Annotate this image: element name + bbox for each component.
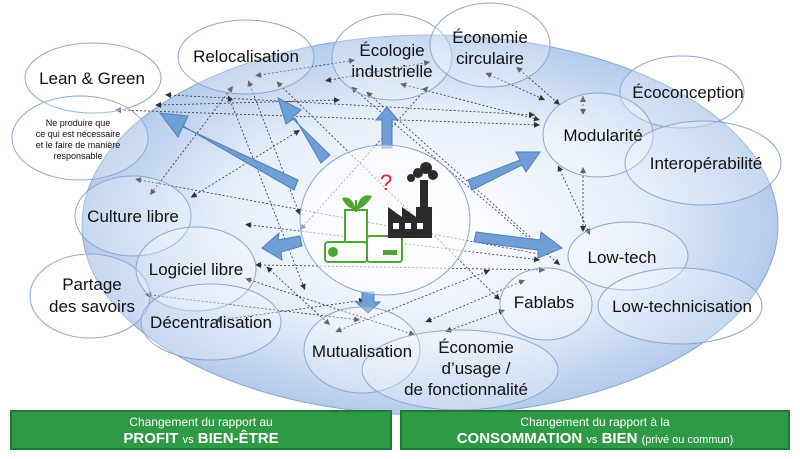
footer-profit-subtitle: Changement du rapport au: [129, 415, 273, 429]
label-economie-usage-1: Économie: [438, 338, 514, 357]
label-culture-libre: Culture libre: [87, 207, 179, 226]
label-ecologie-2: industrielle: [351, 62, 432, 81]
arrow-to-logiciel: [261, 231, 303, 261]
label-ecoconception: Écoconception: [632, 83, 744, 102]
label-low-technicisation: Low-technicisation: [612, 297, 752, 316]
center-circle: [299, 144, 471, 296]
footer-consommation-subtitle: Changement du rapport à la: [520, 415, 670, 429]
footer-profit-title: PROFIT vs BIEN-ÊTRE: [123, 430, 279, 447]
blue-arrows: [158, 97, 563, 314]
label-economie-usage-3: de fonctionnalité: [404, 380, 528, 399]
concept-ellipses: [11, 2, 782, 411]
svg-text:Ne produire que: Ne produire que: [46, 118, 111, 128]
label-partage-2: des savoirs: [49, 297, 135, 316]
label-modularite: Modularité: [563, 126, 642, 145]
label-economie-usage-2: d’usage /: [442, 359, 511, 378]
label-mutualisation: Mutualisation: [312, 342, 412, 361]
label-low-tech: Low-tech: [588, 248, 657, 267]
svg-text:ce qui est nécessaire: ce qui est nécessaire: [36, 129, 121, 139]
label-ecologie-1: Écologie: [359, 41, 424, 60]
arrow-to-modularite: [467, 151, 541, 191]
label-partage-1: Partage: [62, 275, 122, 294]
arrow-to-relocalisation: [277, 97, 331, 164]
question-mark: ?: [380, 170, 392, 195]
svg-text:et le faire de manière: et le faire de manière: [36, 140, 121, 150]
arrow-to-low-tech: [473, 231, 563, 259]
label-decentralisation: Décentralisation: [150, 313, 272, 332]
footer-consommation-banner: Changement du rapport à la CONSOMMATION …: [400, 410, 790, 450]
arrow-to-ecologie: [374, 106, 400, 149]
label-economie-circulaire-2: circulaire: [456, 49, 524, 68]
green-machine-icon: [324, 195, 403, 263]
label-lean-green: Lean & Green: [39, 69, 145, 88]
factory-icon: [388, 162, 438, 238]
label-interoperabilite: Interopérabilité: [650, 154, 762, 173]
note-text: Ne produire que ce qui est nécessaire et…: [36, 118, 121, 161]
svg-text:responsable: responsable: [53, 151, 102, 161]
arrow-to-lean-green: [158, 112, 299, 191]
footer-profit-banner: Changement du rapport au PROFIT vs BIEN-…: [10, 410, 392, 450]
label-logiciel-libre: Logiciel libre: [149, 260, 244, 279]
label-economie-circulaire-1: Économie: [452, 28, 528, 47]
label-relocalisation: Relocalisation: [193, 47, 299, 66]
footer-consommation-title: CONSOMMATION vs BIEN (privé ou commun): [456, 430, 734, 447]
label-fablabs: Fablabs: [514, 293, 574, 312]
